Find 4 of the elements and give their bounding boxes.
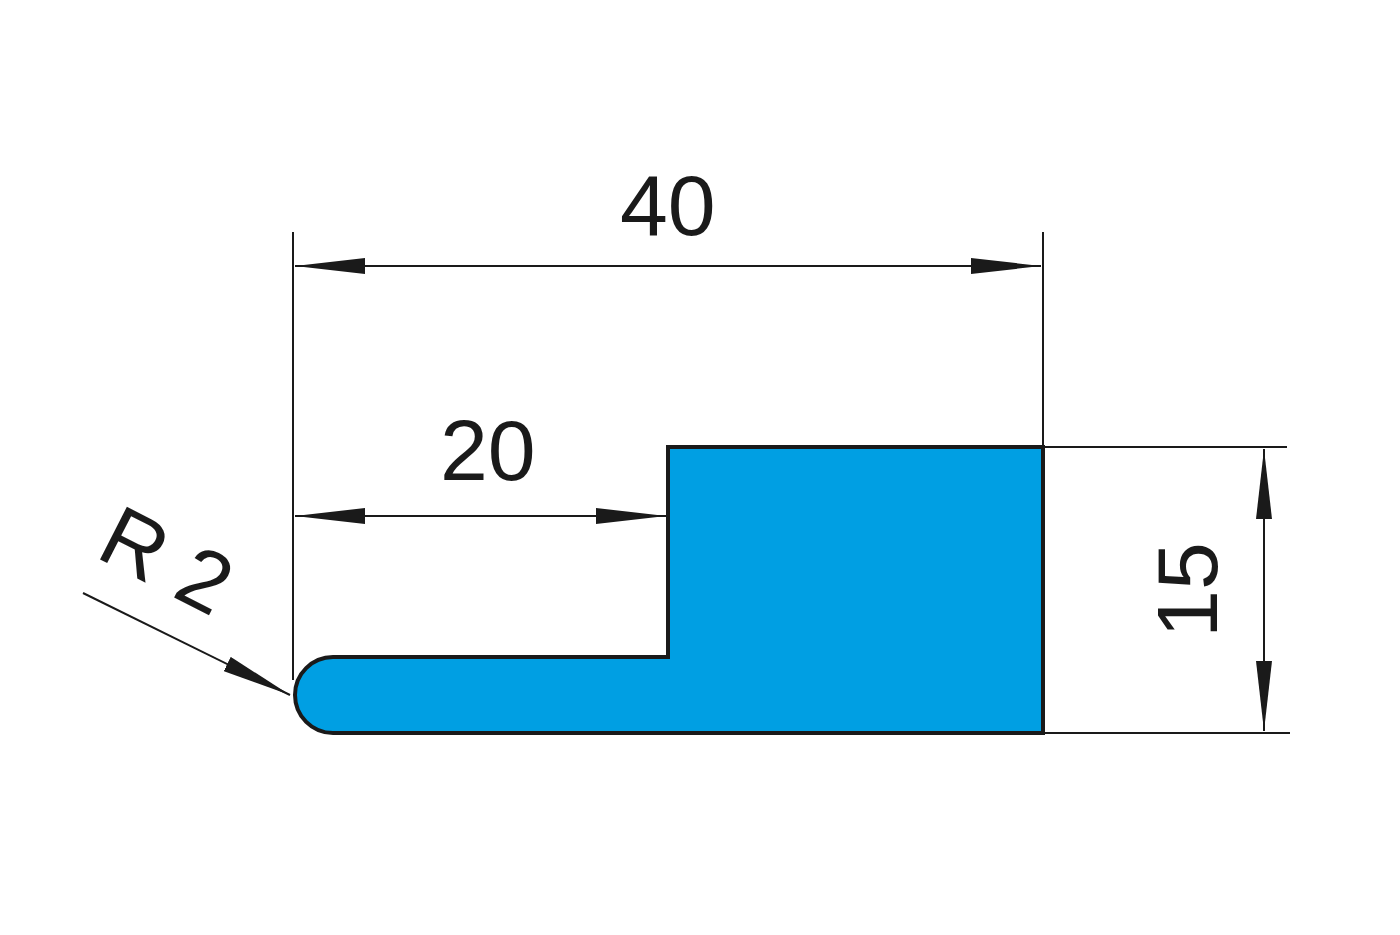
- dimension-label: R 2: [87, 491, 247, 629]
- dimension-label: 15: [1143, 542, 1230, 638]
- dimension-label: 20: [440, 407, 536, 493]
- dimension-label: 40: [620, 162, 716, 248]
